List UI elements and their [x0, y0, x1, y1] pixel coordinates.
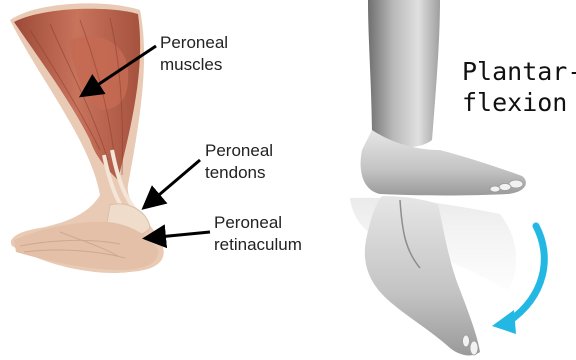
leg-anatomy: [10, 3, 164, 273]
motion-title: Plantar- flexion: [462, 56, 576, 118]
label-peroneal-retinaculum: Peroneal retinaculum: [214, 212, 302, 256]
retinaculum-arrow: [148, 232, 210, 238]
label-peroneal-muscles: Peroneal muscles: [160, 32, 228, 76]
tendons-arrow: [146, 160, 200, 206]
plantarflexion-illustration: [350, 0, 544, 355]
label-peroneal-tendons: Peroneal tendons: [205, 140, 273, 184]
lower-leg: [368, 0, 440, 148]
